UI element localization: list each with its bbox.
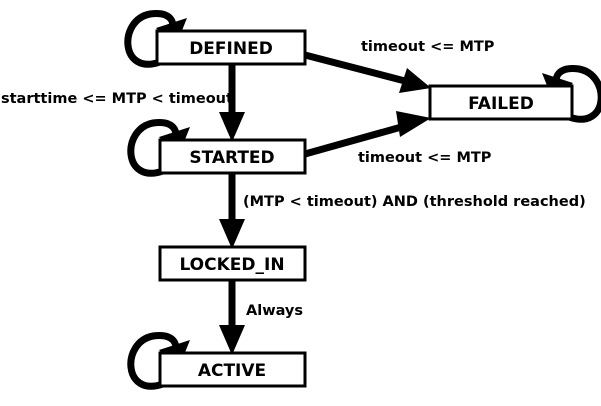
- state-node-started[interactable]: STARTED: [158, 138, 307, 175]
- edge-locked-in-to-active: [219, 280, 245, 355]
- state-node-defined[interactable]: DEFINED: [155, 29, 307, 66]
- state-box-defined[interactable]: [155, 29, 307, 66]
- state-label-defined: DEFINED: [189, 39, 273, 59]
- state-box-failed[interactable]: [428, 84, 574, 121]
- state-label-active: ACTIVE: [198, 361, 266, 381]
- edge-label-started-to-failed: timeout <= MTP: [358, 150, 492, 166]
- state-box-active[interactable]: [158, 351, 307, 388]
- state-node-failed[interactable]: FAILED: [428, 84, 574, 121]
- edge-label-defined-to-started: starttime <= MTP < timeout: [1, 91, 233, 107]
- edge-label-locked-in-to-active: Always: [246, 303, 303, 319]
- edge-defined-to-started: [219, 64, 245, 142]
- edge-label-started-to-locked-in: (MTP < timeout) AND (threshold reached): [243, 194, 586, 210]
- state-label-locked-in: LOCKED_IN: [179, 255, 284, 275]
- arrow-head-started-to-failed: [396, 111, 431, 137]
- state-box-locked-in[interactable]: [158, 245, 307, 282]
- edge-started-to-locked-in: [219, 173, 245, 249]
- edge-label-defined-to-failed: timeout <= MTP: [361, 39, 495, 55]
- arrow-head-defined-to-started: [219, 112, 245, 142]
- state-node-active[interactable]: ACTIVE: [158, 351, 307, 388]
- arrow-head-defined-to-failed: [399, 68, 431, 93]
- edge-defined-to-failed: [304, 51, 431, 93]
- state-label-failed: FAILED: [468, 94, 534, 114]
- state-label-started: STARTED: [189, 148, 274, 168]
- arrow-head-started-to-locked-in: [219, 219, 245, 249]
- state-box-started[interactable]: [158, 138, 307, 175]
- arrow-head-locked-in-to-active: [219, 325, 245, 355]
- edge-started-to-failed: [304, 111, 431, 158]
- state-node-locked-in[interactable]: LOCKED_IN: [158, 245, 307, 282]
